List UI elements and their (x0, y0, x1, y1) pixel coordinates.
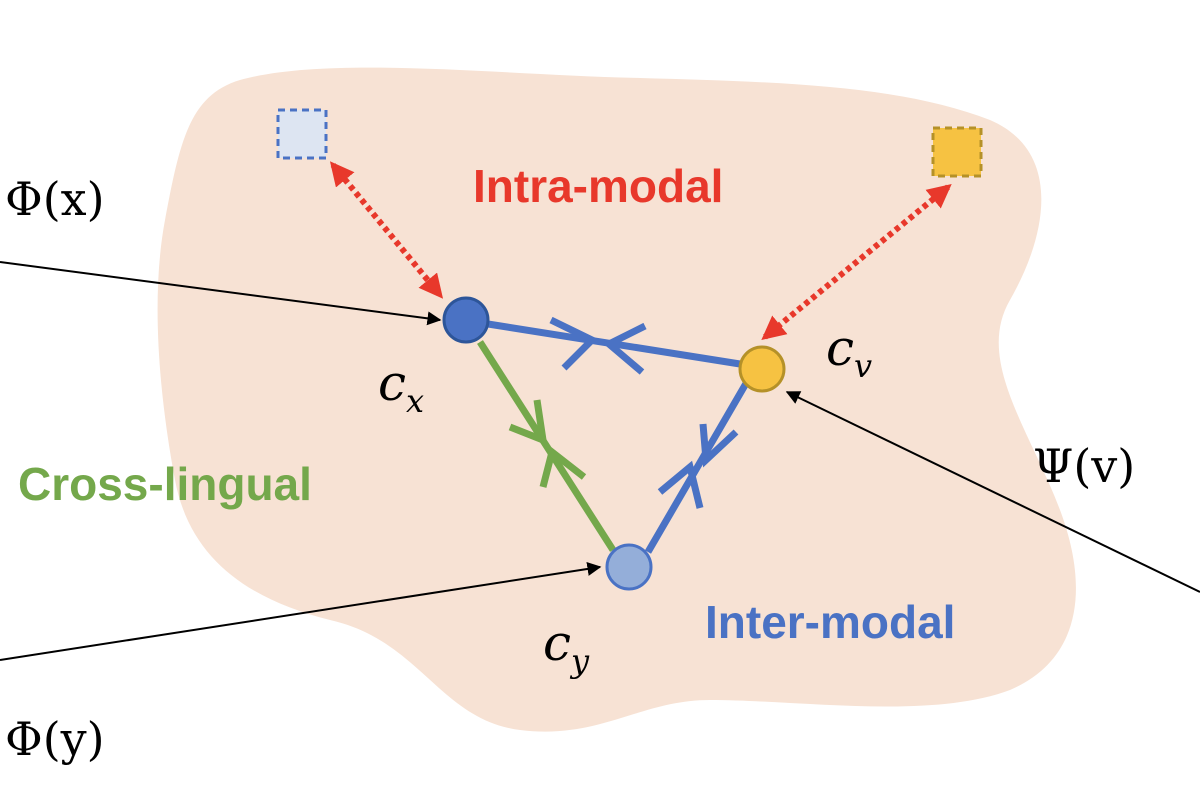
phi-y-label: Φ(y) (5, 712, 105, 766)
unimodal-visual-feature-square (931, 126, 983, 178)
psi-v-label: Ψ(v) (1033, 439, 1135, 493)
node-cv-label: cv (826, 319, 872, 385)
intra-modal-label: Intra-modal (473, 160, 723, 212)
cross-lingual-chevron-2 (539, 445, 587, 488)
node-cx-label: cx (378, 354, 424, 420)
inter-modal-chevron-3 (699, 423, 739, 468)
inter-modal-chevron-2 (602, 322, 647, 375)
inter-modal-chevron-4 (657, 460, 704, 509)
phi-y-pointer-line (0, 562, 602, 661)
psi-v-pointer-line (785, 391, 1200, 593)
node-cv (738, 345, 786, 393)
intra-modal-arrow-right (761, 183, 952, 341)
unimodal-text-feature-square (276, 108, 328, 160)
phi-x-pointer-line (0, 261, 442, 326)
cross-lingual-label: Cross-lingual (18, 458, 312, 510)
cross-lingual-chevron-1 (508, 399, 548, 446)
node-cy (605, 543, 653, 591)
intra-modal-arrow-left (329, 161, 444, 299)
node-cy-label: cy (543, 614, 590, 680)
inter-modal-label: Inter-modal (705, 596, 955, 648)
edge-cv-cy (644, 378, 752, 554)
edge-cx-cy (477, 340, 616, 552)
phi-x-label: Φ(x) (5, 172, 105, 226)
inter-modal-chevron-1 (549, 316, 598, 371)
node-cx (442, 296, 490, 344)
